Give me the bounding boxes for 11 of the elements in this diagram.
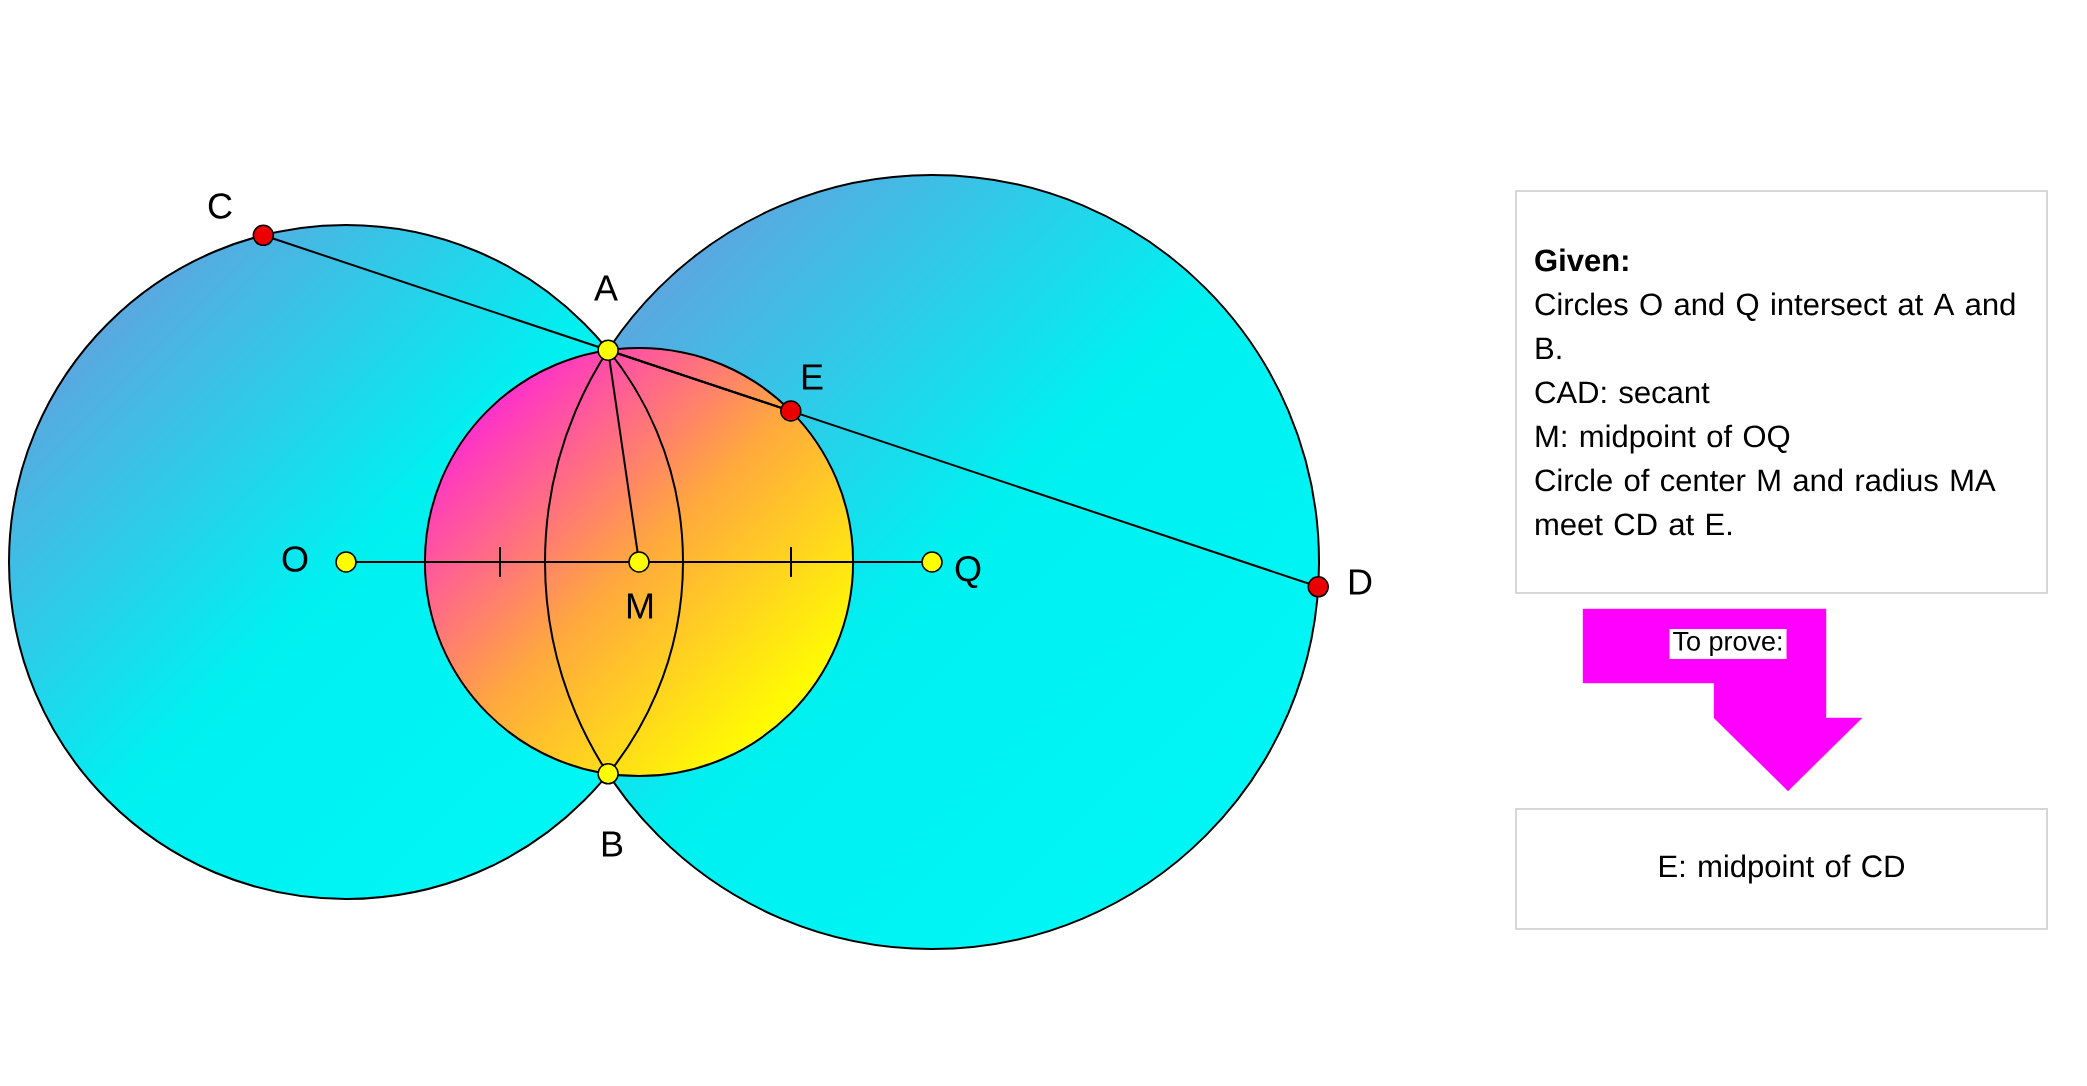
point-label: B [602, 831, 623, 857]
point-label: D [1349, 569, 1372, 595]
point-label: M [627, 593, 653, 619]
point-label: O [282, 546, 308, 572]
point-label: A [594, 275, 618, 301]
edge-label: To prove: [1669, 628, 1787, 660]
point-label: E [802, 364, 823, 390]
text-box: Given: Circles O and Q intersect at A and B. CAD: secant M: midpoint of OQ Circle of center M and radius MA meet CD at E. [1515, 190, 2048, 594]
point-label: C [208, 193, 232, 219]
text-box: E: midpoint of CD [1515, 808, 2048, 930]
point-label: Q [955, 556, 981, 588]
